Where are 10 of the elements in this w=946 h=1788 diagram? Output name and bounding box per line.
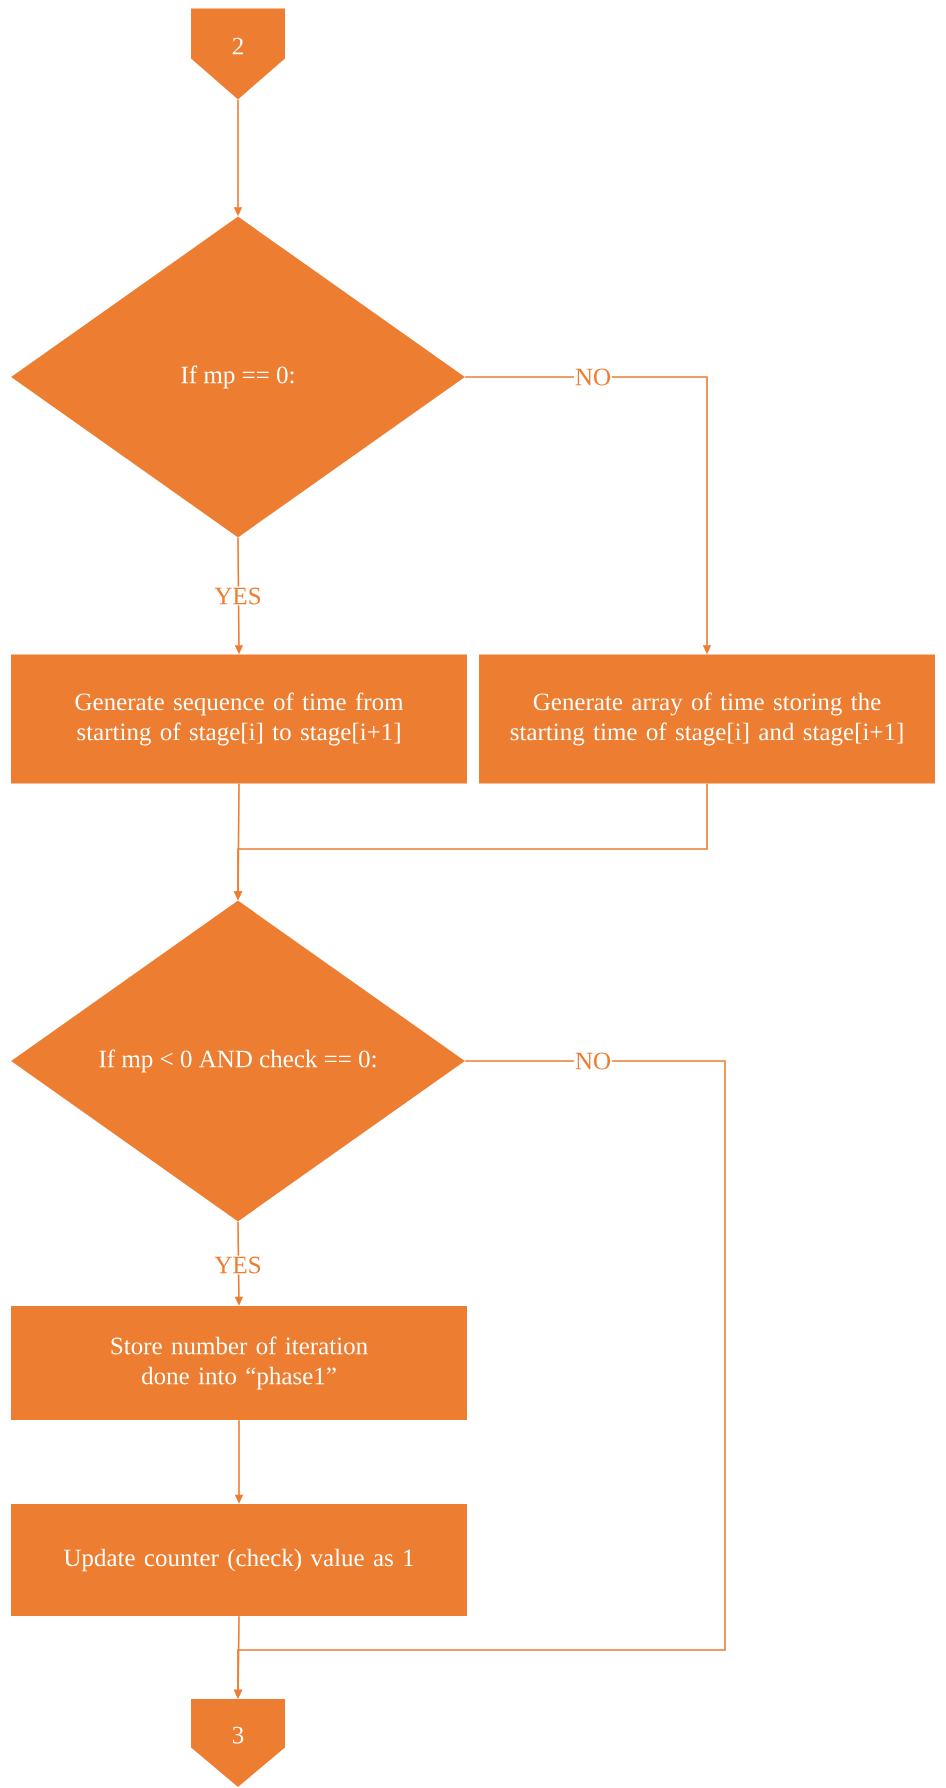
process-box: Update counter (check) value as 1 xyxy=(11,1504,467,1616)
edge-label: YES xyxy=(213,1255,263,1275)
off-page-connector: 3 xyxy=(191,1699,285,1787)
edge-label: NO xyxy=(573,367,613,387)
off-page-connector: 2 xyxy=(191,8,285,100)
edge-label: NO xyxy=(573,1051,613,1071)
edge-label: YES xyxy=(213,586,263,606)
process-box: Generate sequence of time from starting of stage[i] to stage[i+1] xyxy=(11,654,467,784)
process-box: Store number of iteration done into “phase1” xyxy=(11,1306,467,1420)
process-box: Generate array of time storing the starting time of stage[i] and stage[i+1] xyxy=(479,654,935,784)
